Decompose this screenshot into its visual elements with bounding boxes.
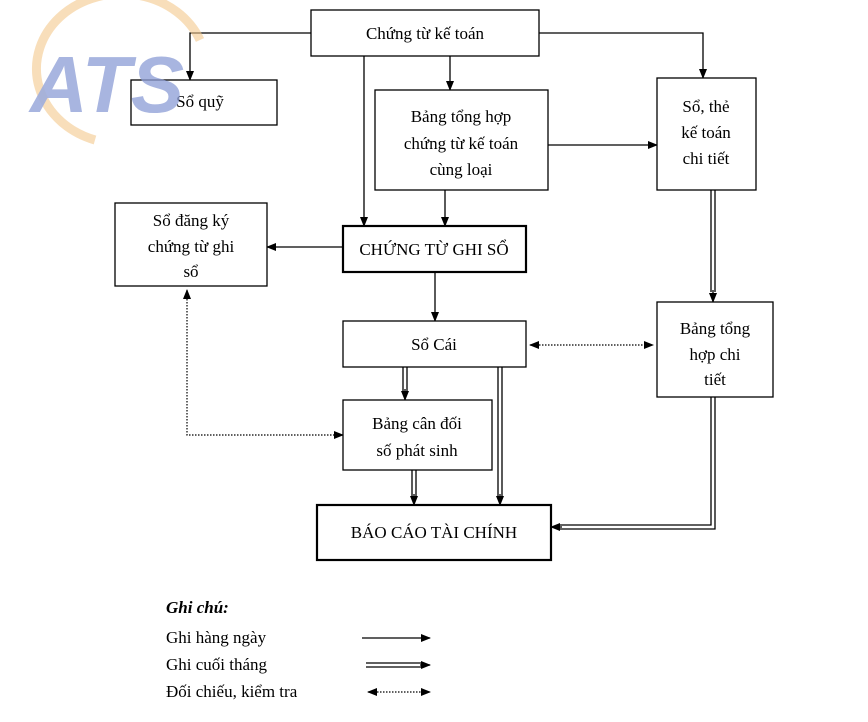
- node-label: Bảng tổng hợp: [411, 107, 512, 126]
- legend-title: Ghi chú:: [166, 598, 229, 617]
- legend-label: Ghi hàng ngày: [166, 628, 267, 647]
- legend: Ghi chú: Ghi hàng ngày Ghi cuối tháng Đố…: [166, 598, 431, 701]
- node-label: Chứng từ kế toán: [366, 24, 485, 43]
- node-label: sổ: [183, 262, 198, 281]
- node-label: chứng từ ghi: [148, 237, 235, 256]
- node-label: Sổ Cái: [411, 335, 457, 354]
- node-so-cai: Sổ Cái: [342, 320, 527, 368]
- node-so-quy: Sổ quỹ: [130, 79, 278, 126]
- node-label: chi tiết: [683, 149, 730, 168]
- logo-text: ATS: [28, 40, 184, 129]
- node-bang-tong-hop-chi-tiet: Bảng tổng hợp chi tiết: [656, 301, 774, 398]
- double-arrow-so-the-to-bthct: [709, 190, 717, 303]
- node-label: BÁO CÁO TÀI CHÍNH: [351, 523, 517, 542]
- arrow-ctkt-to-so-quy: [186, 32, 311, 81]
- node-label: số phát sinh: [376, 441, 458, 460]
- node-so-dang-ky: Sổ đăng ký chứng từ ghi sổ: [114, 202, 268, 287]
- double-arrow-bthct-to-bctc: [550, 397, 716, 531]
- node-chung-tu-ke-toan: Chứng từ kế toán: [310, 9, 540, 57]
- node-label: cùng loại: [430, 160, 493, 179]
- node-bao-cao-tai-chinh: BÁO CÁO TÀI CHÍNH: [315, 503, 553, 562]
- node-label: hợp chi: [689, 345, 740, 364]
- node-label: Bảng cân đối: [372, 414, 462, 433]
- node-label: chứng từ kế toán: [404, 134, 519, 153]
- double-arrow-so-cai-to-bctc: [496, 367, 504, 506]
- node-label: kế toán: [681, 123, 731, 142]
- node-label: Bảng tổng: [680, 319, 751, 338]
- legend-double-arrow: [366, 661, 431, 669]
- connectors: [183, 32, 717, 531]
- double-arrow-so-cai-to-bcd: [401, 367, 409, 401]
- node-so-the-chi-tiet: Sổ, thẻ kế toán chi tiết: [656, 77, 757, 191]
- legend-label: Đối chiếu, kiểm tra: [166, 682, 298, 701]
- node-label: Sổ đăng ký: [153, 211, 230, 230]
- node-label: Sổ quỹ: [176, 92, 224, 111]
- node-label: tiết: [704, 370, 726, 389]
- check-arrow-so-dang-ky-bcd: [183, 289, 344, 439]
- legend-label: Ghi cuối tháng: [166, 655, 268, 674]
- node-label: CHỨNG TỪ GHI SỔ: [359, 239, 508, 259]
- node-bang-can-doi: Bảng cân đối số phát sinh: [342, 399, 493, 471]
- node-chung-tu-ghi-so: CHỨNG TỪ GHI SỔ: [341, 224, 528, 274]
- logo-swoosh: [31, 0, 205, 145]
- node-bang-tong-hop-chung-tu: Bảng tổng hợp chứng từ kế toán cùng loại: [374, 89, 549, 191]
- arrow-ctkt-to-so-the: [539, 32, 707, 79]
- node-label: Sổ, thẻ: [682, 97, 729, 116]
- double-arrow-bcd-to-bctc: [410, 470, 418, 506]
- ats-logo: ATS: [28, 0, 205, 145]
